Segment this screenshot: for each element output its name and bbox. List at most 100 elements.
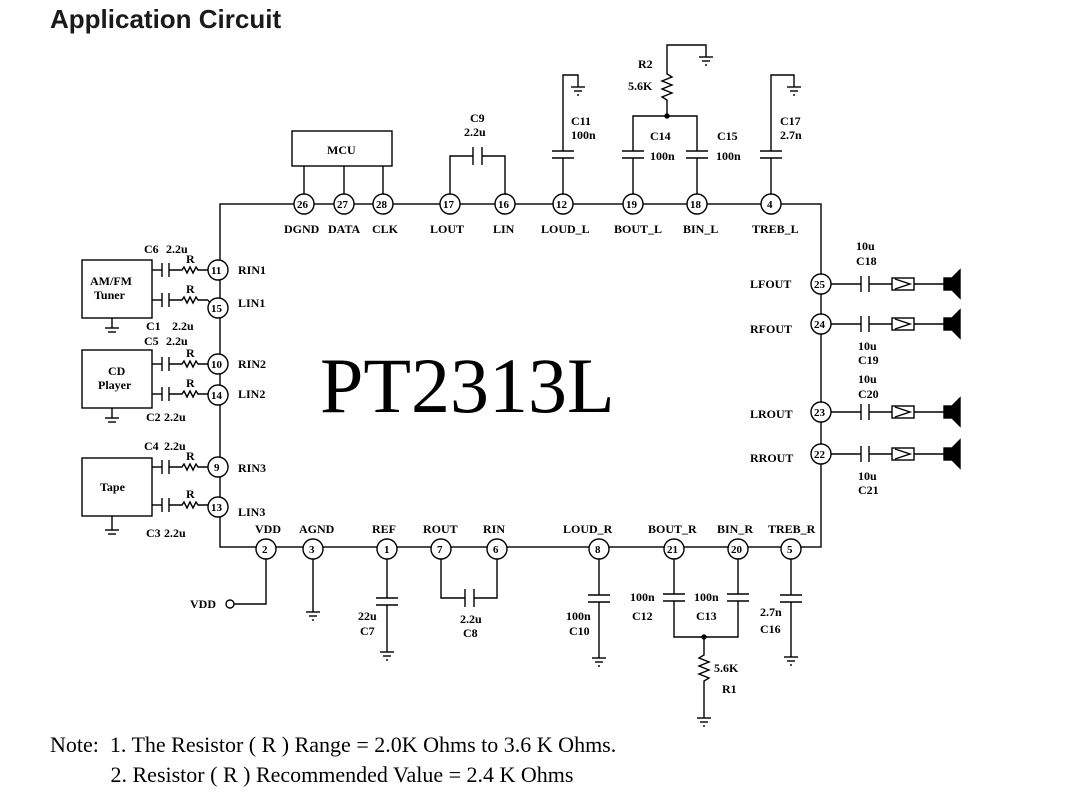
svg-text:LIN1: LIN1	[238, 296, 265, 310]
source-tuner: AM/FM Tuner	[81, 259, 153, 333]
capacitor-c17: C17 2.7n	[760, 74, 802, 194]
svg-text:100n: 100n	[716, 149, 741, 163]
svg-text:4: 4	[767, 199, 773, 211]
svg-text:LIN2: LIN2	[238, 387, 265, 401]
svg-text:2.7n: 2.7n	[780, 128, 802, 142]
note-2: 2. Resistor ( R ) Recommended Value = 2.…	[50, 762, 574, 787]
svg-text:28: 28	[376, 199, 388, 211]
svg-text:TREB_R: TREB_R	[768, 522, 816, 536]
pin-19: 19 BOUT_L	[614, 193, 662, 236]
bottom-pins: 2 VDD VDD 3 AGND 1 REF 22u C7 7 ROUT 6 R…	[190, 522, 816, 727]
right-outputs: 25 LFOUT 10u C18 24 RFOUT 10u	[750, 239, 961, 497]
svg-text:BIN_L: BIN_L	[683, 222, 718, 236]
svg-text:22u: 22u	[358, 609, 377, 623]
svg-text:C8: C8	[463, 626, 478, 640]
pin-18: 18 BIN_L	[683, 193, 718, 236]
page-title: Application Circuit	[50, 4, 282, 34]
svg-text:C7: C7	[360, 624, 375, 638]
svg-text:16: 16	[498, 199, 510, 211]
svg-text:11: 11	[211, 265, 221, 277]
svg-text:RIN1: RIN1	[238, 263, 266, 277]
svg-text:10u: 10u	[858, 469, 877, 483]
output-rrout: 22 RROUT 10u C21	[750, 438, 961, 497]
svg-text:25: 25	[814, 279, 826, 291]
capacitor-c9: C9 2.2u	[449, 111, 506, 194]
svg-text:3: 3	[309, 544, 315, 556]
pin-4: 4 TREB_L	[752, 193, 799, 236]
svg-text:RFOUT: RFOUT	[750, 322, 792, 336]
svg-text:C1: C1	[146, 319, 161, 333]
svg-text:2.2u: 2.2u	[460, 612, 482, 626]
svg-text:C6: C6	[144, 242, 159, 256]
svg-text:DGND: DGND	[284, 222, 320, 236]
svg-text:R1: R1	[722, 682, 737, 696]
svg-text:R: R	[186, 346, 195, 360]
svg-text:C16: C16	[760, 622, 781, 636]
svg-text:17: 17	[443, 199, 455, 211]
svg-text:6: 6	[493, 544, 499, 556]
svg-text:R: R	[186, 282, 195, 296]
svg-text:LOUD_L: LOUD_L	[541, 222, 590, 236]
svg-text:21: 21	[667, 544, 678, 556]
svg-text:R: R	[186, 376, 195, 390]
svg-text:LROUT: LROUT	[750, 407, 793, 421]
svg-text:R2: R2	[638, 57, 653, 71]
svg-text:10: 10	[211, 359, 223, 371]
svg-text:100n: 100n	[571, 128, 596, 142]
svg-text:RROUT: RROUT	[750, 451, 793, 465]
svg-text:C10: C10	[569, 624, 590, 638]
notes: Note: 1. The Resistor ( R ) Range = 2.0K…	[50, 730, 616, 790]
svg-text:RIN2: RIN2	[238, 357, 266, 371]
svg-text:100n: 100n	[694, 590, 719, 604]
svg-text:C12: C12	[632, 609, 653, 623]
svg-text:2: 2	[262, 544, 268, 556]
svg-text:C21: C21	[858, 483, 879, 497]
svg-text:15: 15	[211, 303, 223, 315]
svg-text:CLK: CLK	[372, 222, 399, 236]
left-inputs: 11 RIN1 R 15 LIN1 R C6 2.2u C1 2.2u 10 R…	[144, 242, 266, 540]
output-lfout: 25 LFOUT 10u C18	[750, 239, 961, 300]
svg-text:AM/FM: AM/FM	[90, 274, 132, 288]
source-cd-player: CD Player	[81, 349, 153, 423]
svg-text:C3: C3	[146, 526, 161, 540]
svg-text:C9: C9	[470, 111, 485, 125]
capacitor-c11: C11 100n	[552, 74, 596, 194]
mcu-block	[291, 130, 393, 167]
svg-text:C13: C13	[696, 609, 717, 623]
pin-27: 27 DATA	[328, 166, 361, 236]
svg-text:C18: C18	[856, 254, 877, 268]
chip-name: PT2313L	[320, 342, 615, 429]
svg-text:TREB_L: TREB_L	[752, 222, 799, 236]
svg-text:5.6K: 5.6K	[714, 661, 739, 675]
svg-text:13: 13	[211, 502, 223, 514]
svg-text:12: 12	[556, 199, 568, 211]
svg-text:C4: C4	[144, 439, 159, 453]
chip-body	[219, 203, 822, 548]
svg-text:2.2u: 2.2u	[172, 319, 194, 333]
svg-text:22: 22	[814, 449, 826, 461]
pin-16: 16 LIN	[493, 193, 516, 236]
svg-text:CD: CD	[108, 364, 126, 378]
svg-text:26: 26	[297, 199, 309, 211]
svg-text:C15: C15	[717, 129, 738, 143]
svg-text:RIN: RIN	[483, 522, 505, 536]
svg-text:10u: 10u	[856, 239, 875, 253]
svg-text:10u: 10u	[858, 339, 877, 353]
svg-text:C14: C14	[650, 129, 671, 143]
svg-text:18: 18	[690, 199, 702, 211]
svg-text:1: 1	[384, 544, 390, 556]
svg-text:R: R	[186, 449, 195, 463]
svg-text:2.2u: 2.2u	[166, 242, 188, 256]
svg-text:VDD: VDD	[255, 522, 281, 536]
svg-text:LOUD_R: LOUD_R	[563, 522, 613, 536]
output-rfout: 24 RFOUT 10u C19	[750, 308, 961, 367]
svg-text:R: R	[186, 252, 195, 266]
svg-text:C19: C19	[858, 353, 879, 367]
svg-text:DATA: DATA	[328, 222, 361, 236]
svg-text:BOUT_L: BOUT_L	[614, 222, 662, 236]
mcu-label: MCU	[327, 143, 356, 157]
svg-text:2.2u: 2.2u	[164, 410, 186, 424]
svg-text:2.2u: 2.2u	[164, 526, 186, 540]
svg-text:Tape: Tape	[100, 480, 126, 494]
